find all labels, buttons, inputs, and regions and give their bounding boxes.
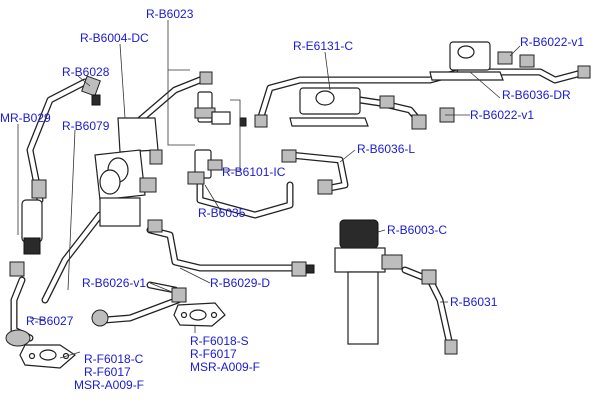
f6018s-bolt-2: [210, 311, 218, 319]
label-r-b6029-d: R-B6029-D: [210, 276, 270, 290]
label-r-f6018-c: R-F6018-C: [84, 352, 144, 366]
valve-fitting-2: [149, 149, 163, 165]
b6028-cap: [91, 94, 101, 106]
label-r-f6018-s: R-F6018-S: [190, 334, 249, 348]
label-msr-a009-f-left: MSR-A009-F: [74, 378, 144, 392]
b6003c-coil: [339, 219, 379, 249]
leader-layer: [17, 20, 521, 359]
valve-body-top: [117, 117, 159, 153]
b6026v1-elbow: [91, 309, 109, 327]
b6003c-fitting: [381, 254, 403, 270]
label-r-b6027: R-B6027: [26, 314, 74, 328]
b6101ic-nut: [187, 171, 205, 185]
label-msr-a009-f-right: MSR-A009-F: [190, 360, 260, 374]
f6018c-bore: [39, 349, 57, 361]
b6035-top-nut: [254, 114, 268, 128]
b6035-nut: [281, 149, 297, 163]
b6022v1-mid-nut: [411, 114, 427, 130]
b6022v1-top-nut-2: [519, 54, 535, 68]
label-r-b6031: R-B6031: [450, 295, 498, 309]
b6036dr-nut: [577, 65, 591, 79]
valve-fitting: [139, 177, 157, 193]
b6101ic-nut-2: [207, 159, 223, 171]
label-r-b6022-v1-mid: R-B6022-v1: [470, 108, 534, 122]
label-r-b6036-l: R-B6036-L: [357, 142, 415, 156]
f6018s-bore: [189, 309, 207, 321]
b6029d-nut: [291, 261, 307, 277]
e6131c-nut: [379, 95, 395, 109]
f6018s-bolt-1: [180, 311, 188, 319]
b6023-top-nut: [199, 71, 213, 85]
b6023-cap: [239, 117, 247, 127]
label-mr-b029: MR-B029: [0, 111, 51, 125]
label-r-b6023: R-B6023: [146, 7, 194, 21]
b6031-nut: [421, 269, 437, 285]
parts-layer: [5, 41, 591, 369]
mrb029-sensor: [21, 199, 43, 243]
label-r-b6004-dc: R-B6004-DC: [80, 31, 149, 45]
label-r-b6079: R-B6079: [62, 119, 110, 133]
e6131c-port: [315, 90, 335, 106]
e6131-upper-bracket: [429, 71, 504, 81]
mrb029-nut: [31, 179, 47, 199]
label-r-b6036-dr: R-B6036-DR: [502, 88, 571, 102]
b6003c-bracket: [347, 271, 379, 345]
b6027-elbow: [5, 329, 31, 347]
label-r-b6035: R-B6035: [198, 206, 246, 220]
e6131-upper-port: [457, 45, 475, 59]
e6131c-bracket: [289, 117, 369, 127]
label-r-b6101-ic: R-B6101-IC: [222, 165, 286, 179]
label-r-b6026-v1: R-B6026-v1: [82, 276, 146, 290]
solenoid-coil-2: [99, 169, 121, 195]
label-r-b6028: R-B6028: [62, 65, 110, 79]
f6018c-bolt-1: [28, 352, 36, 360]
valve-fitting-3: [147, 219, 163, 233]
label-r-f6017-right: R-F6017: [190, 347, 237, 361]
label-r-e6131-c: R-E6131-C: [293, 39, 353, 53]
b6028-nut: [81, 75, 101, 97]
mrb029-low-nut: [9, 261, 25, 277]
b6023-tee: [211, 111, 231, 125]
label-layer: R-B6023 R-B6004-DC R-B6028 MR-B029 R-B60…: [0, 7, 584, 392]
b6026v1-nut: [171, 287, 187, 303]
valve-base: [99, 197, 141, 227]
b6003c-body: [334, 247, 386, 273]
label-r-b6022-v1-top: R-B6022-v1: [520, 35, 584, 49]
mrb029-base: [23, 237, 41, 255]
label-r-f6017-left: R-F6017: [84, 365, 131, 379]
label-r-b6003-c: R-B6003-C: [387, 223, 447, 237]
b6022v1-top-nut: [497, 51, 513, 65]
b6029d-cap: [305, 264, 315, 274]
b6036l-nut: [317, 179, 333, 195]
b6031-end: [444, 339, 458, 355]
